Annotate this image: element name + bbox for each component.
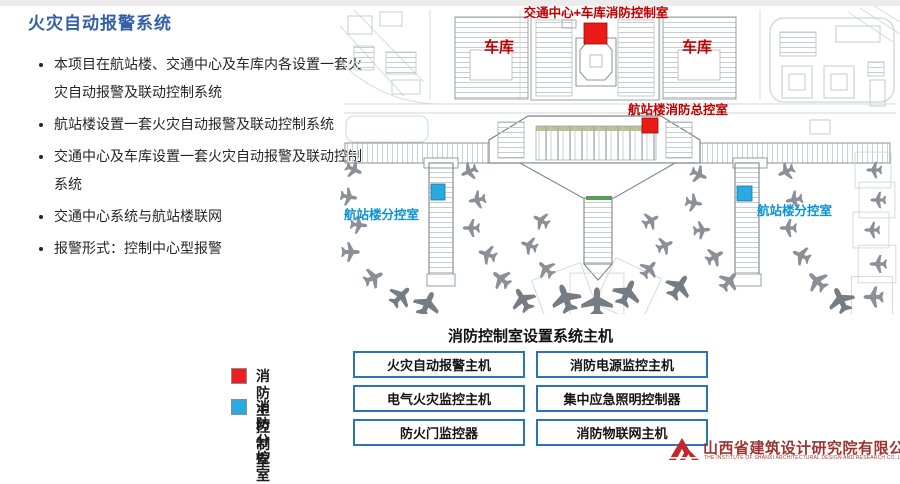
slide: { "title": "火灾自动报警系统", "bullets": [ "本项目… bbox=[0, 0, 900, 474]
host-box: 防火门监控器 bbox=[353, 419, 525, 446]
host-box: 消防电源监控主机 bbox=[536, 351, 708, 378]
host-grid: 火灾自动报警主机消防电源监控主机电气火灾监控主机集中应急照明控制器防火门监控器消… bbox=[353, 351, 708, 446]
terminal-west-wing bbox=[344, 142, 491, 164]
hosts-section-title: 消防控制室设置系统主机 bbox=[447, 328, 613, 345]
right-buildings bbox=[769, 17, 895, 135]
bullet-item: 本项目在航站楼、交通中心及车库内各设置一套火灾自动报警及联动控制系统 bbox=[54, 50, 372, 106]
terminal-east-wing bbox=[699, 142, 891, 164]
legend-sub-label: 消防分控室 bbox=[256, 399, 270, 483]
bullet-item: 交通中心及车库设置一套火灾自动报警及联动控制系统 bbox=[54, 142, 372, 198]
main-control-marker-terminal bbox=[641, 117, 659, 134]
company-name: 山西省建筑设计研究院有限公司 bbox=[703, 441, 900, 457]
plan-label-terminal-main-control: 航站楼消防总控室 bbox=[628, 103, 729, 117]
bullet-item: 交通中心系统与航站楼联网 bbox=[54, 202, 372, 230]
sub-control-marker-right bbox=[736, 185, 753, 202]
plan-label-transport-control-room: 交通中心+车库消防控制室 bbox=[523, 6, 669, 20]
plan-label-garage-right: 车库 bbox=[682, 39, 713, 56]
piers bbox=[423, 157, 768, 287]
bullet-item: 报警形式：控制中心型报警 bbox=[54, 234, 372, 262]
slide-top-edge bbox=[0, 0, 900, 6]
legend-red-swatch bbox=[231, 368, 247, 384]
garage-right-building bbox=[662, 16, 737, 100]
terminal-center-concourse bbox=[517, 162, 678, 199]
airport-site-plan: 交通中心+车库消防控制室 车库 车库 航站楼消防总控室 航站楼分控室 航站楼分控… bbox=[340, 0, 900, 314]
page-title: 火灾自动报警系统 bbox=[28, 14, 172, 33]
host-box: 集中应急照明控制器 bbox=[536, 385, 708, 412]
sub-control-marker-left bbox=[430, 183, 446, 201]
legend-blue-swatch bbox=[231, 399, 247, 415]
site-plan-drawing bbox=[340, 5, 900, 314]
host-box: 消防物联网主机 bbox=[536, 419, 708, 446]
plan-label-garage-left: 车库 bbox=[484, 39, 515, 56]
bullet-list: 本项目在航站楼、交通中心及车库内各设置一套火灾自动报警及联动控制系统航站楼设置一… bbox=[30, 50, 372, 266]
left-buildings bbox=[347, 11, 421, 95]
plan-label-sub-control-left: 航站楼分控室 bbox=[344, 208, 420, 222]
company-name-en: THE INSTITUTE OF SHANXI ARCHITECTURAL DE… bbox=[704, 455, 900, 461]
plan-label-sub-control-right: 航站楼分控室 bbox=[757, 204, 833, 218]
host-box: 电气火灾监控主机 bbox=[353, 385, 525, 412]
legend-main-label: 消防主控制室 bbox=[256, 368, 270, 469]
company-logo-icon bbox=[669, 438, 699, 460]
main-control-marker-transport bbox=[583, 22, 608, 45]
bullet-item: 航站楼设置一套火灾自动报警及联动控制系统 bbox=[54, 110, 372, 138]
footer: 山西省建筑设计研究院有限公司 THE INSTITUTE OF SHANXI A… bbox=[668, 436, 900, 466]
host-box: 火灾自动报警主机 bbox=[353, 351, 525, 378]
